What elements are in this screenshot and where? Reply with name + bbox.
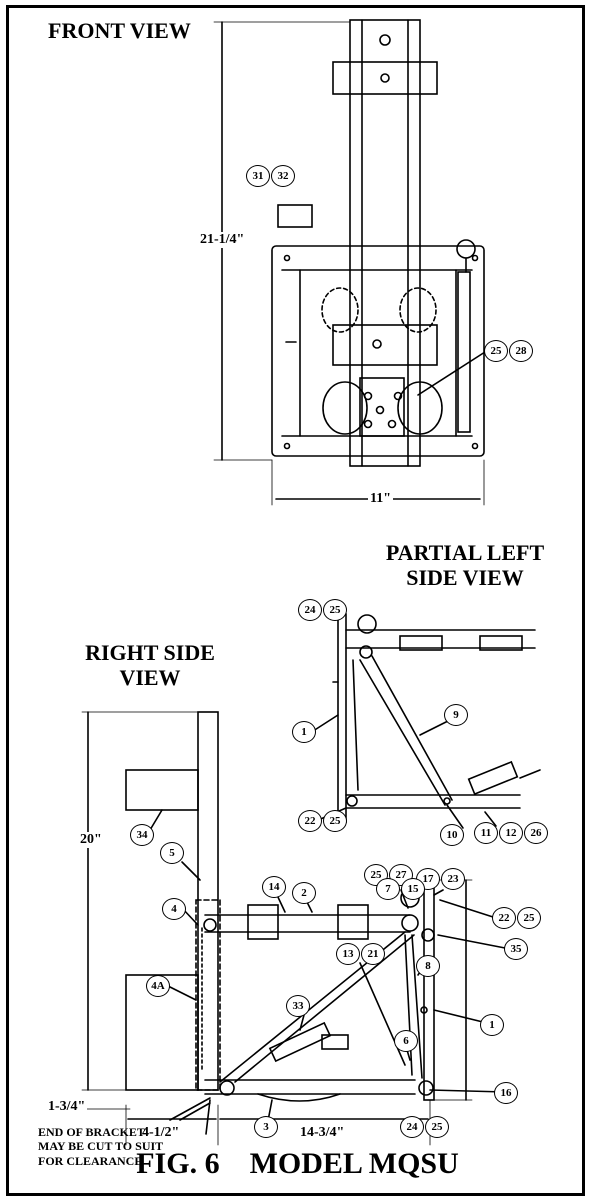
callout-14: 14 <box>262 876 286 898</box>
figure-border <box>6 5 585 1196</box>
callout-1-left: 1 <box>292 721 316 743</box>
bracket-note: END OF BRACKET MAY BE CUT TO SUIT FOR CL… <box>38 1125 164 1168</box>
front-width-dimension: 11" <box>368 491 393 507</box>
callout-33: 33 <box>286 995 310 1017</box>
figure-caption: FIG. 6 MODEL MQSU <box>136 1147 459 1180</box>
callout-6: 6 <box>394 1030 418 1052</box>
partial-left-side-view-drawing <box>309 613 541 829</box>
front-view-drawing <box>213 19 486 506</box>
right-foot-dimension: 1-3/4" <box>46 1099 88 1115</box>
callout-5: 5 <box>160 842 184 864</box>
right-depth-dimension-a: 4-1/2" <box>140 1125 182 1141</box>
callout-8: 8 <box>416 955 440 977</box>
right-height-dimension: 20" <box>78 832 104 848</box>
callout-16: 16 <box>494 1082 518 1104</box>
callout-3: 3 <box>254 1116 278 1138</box>
right-depth-dimension-b: 14-3/4" <box>298 1125 347 1141</box>
callout-35: 35 <box>504 938 528 960</box>
callout-34: 34 <box>130 824 154 846</box>
partial-left-side-view-title: PARTIAL LEFT SIDE VIEW <box>385 540 545 591</box>
right-side-view-title: RIGHT SIDE VIEW <box>85 640 215 691</box>
callout-9: 9 <box>444 704 468 726</box>
right-side-view-drawing <box>81 711 506 1146</box>
front-view-title: FRONT VIEW <box>48 18 191 43</box>
callout-4A: 4A <box>146 975 170 997</box>
callout-4: 4 <box>162 898 186 920</box>
callout-2: 2 <box>292 882 316 904</box>
front-height-dimension: 21-1/4" <box>198 232 247 248</box>
callout-10: 10 <box>440 824 464 846</box>
callout-1-right: 1 <box>480 1014 504 1036</box>
